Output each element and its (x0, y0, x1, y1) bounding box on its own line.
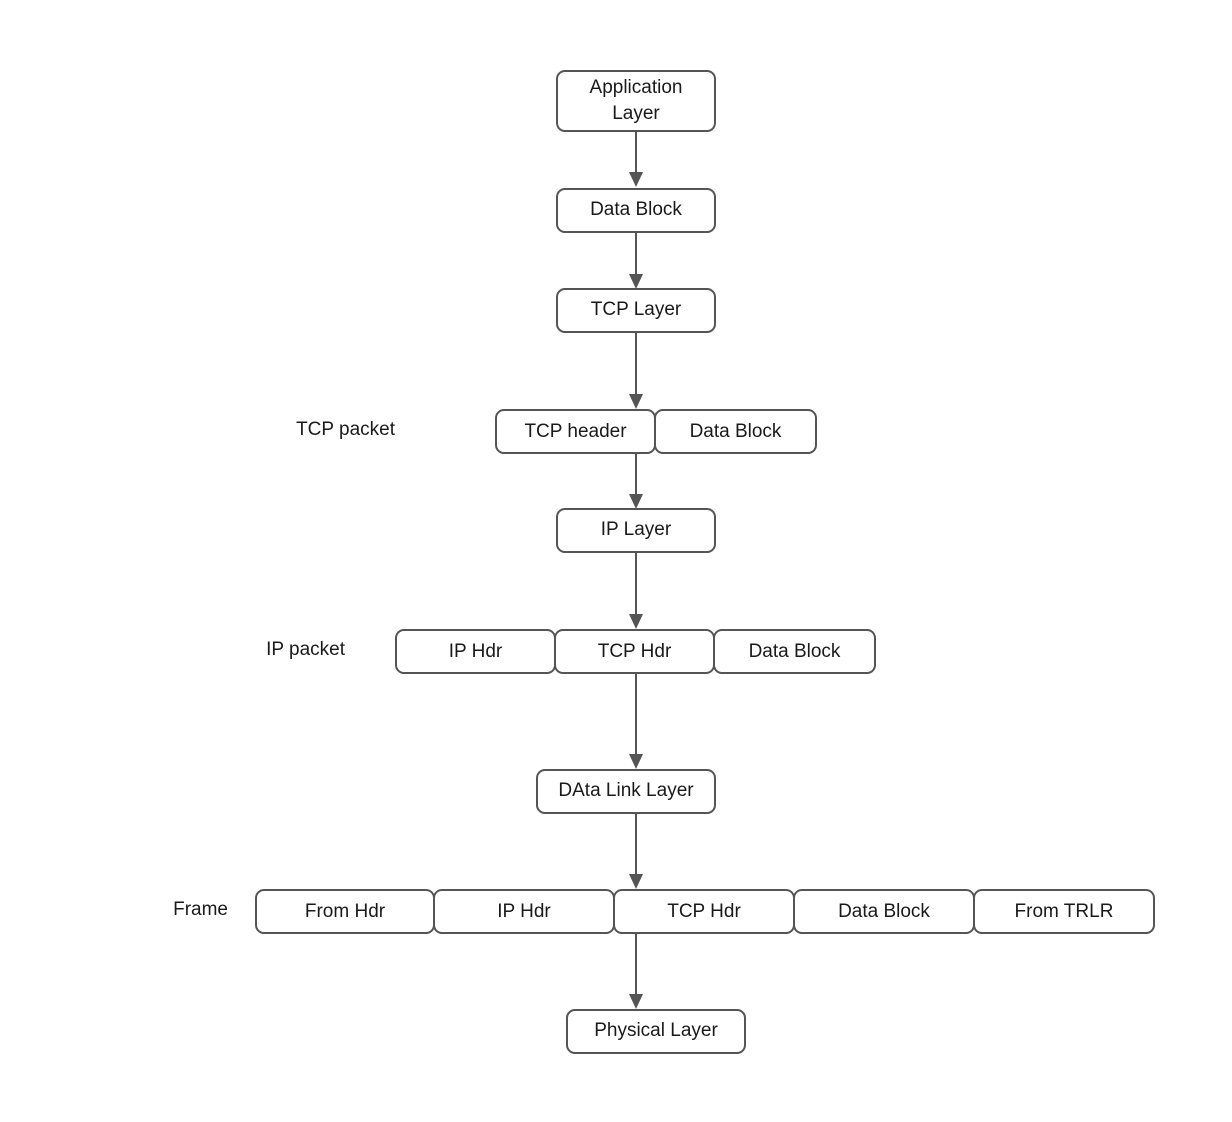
data-link-layer-label: DAta Link Layer (558, 780, 694, 802)
cell-ip-packet-0[interactable]: IP Hdr (395, 629, 556, 674)
node-data-link-layer[interactable]: DAta Link Layer (536, 769, 716, 814)
row-tcp-packet: TCP header Data Block (495, 409, 817, 454)
node-data-block[interactable]: Data Block (556, 188, 716, 233)
application-layer-label-line1: Application (589, 76, 683, 98)
node-tcp-layer[interactable]: TCP Layer (556, 288, 716, 333)
row-label-ip-packet: IP packet (266, 639, 345, 660)
cell-ip-packet-1[interactable]: TCP Hdr (554, 629, 715, 674)
node-physical-layer[interactable]: Physical Layer (566, 1009, 746, 1054)
ip-layer-label: IP Layer (600, 519, 672, 541)
cell-ip-packet-2[interactable]: Data Block (713, 629, 876, 674)
node-ip-layer[interactable]: IP Layer (556, 508, 716, 553)
cell-frame-2[interactable]: TCP Hdr (613, 889, 795, 934)
application-layer-label-line2: Layer (612, 103, 660, 124)
row-label-tcp-packet: TCP packet (296, 419, 395, 440)
cell-frame-4[interactable]: From TRLR (973, 889, 1155, 934)
tcp-layer-label: TCP Layer (590, 299, 682, 321)
physical-layer-label: Physical Layer (594, 1020, 718, 1042)
row-label-frame: Frame (173, 899, 228, 920)
row-ip-packet: IP Hdr TCP Hdr Data Block (395, 629, 876, 674)
data-block-label: Data Block (590, 199, 682, 221)
cell-frame-3[interactable]: Data Block (793, 889, 975, 934)
cell-tcp-packet-1[interactable]: Data Block (654, 409, 817, 454)
row-frame: From Hdr IP Hdr TCP Hdr Data Block From … (255, 889, 1155, 934)
cell-frame-0[interactable]: From Hdr (255, 889, 435, 934)
cell-frame-1[interactable]: IP Hdr (433, 889, 615, 934)
cell-tcp-packet-0[interactable]: TCP header (495, 409, 656, 454)
node-application-layer[interactable]: Application Layer (556, 70, 716, 132)
